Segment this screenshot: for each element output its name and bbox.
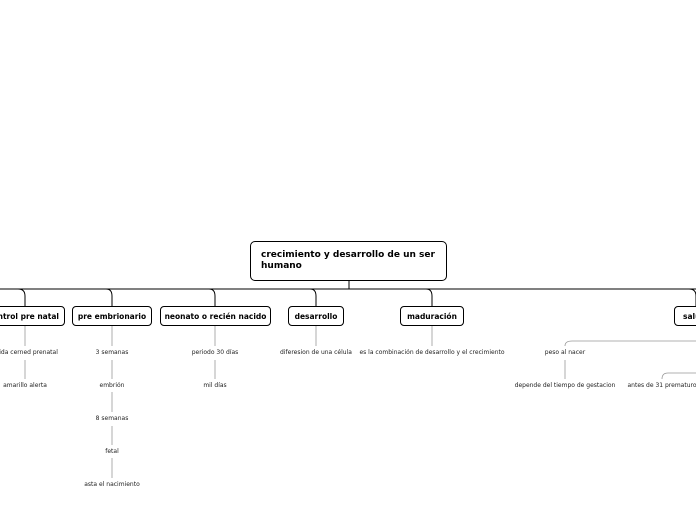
topic-pre-embrionario[interactable]: pre embrionario (72, 306, 152, 326)
subtopic[interactable]: es la combinación de desarrollo y el cre… (359, 349, 505, 356)
subtopic[interactable]: mil días (203, 382, 227, 389)
topic-label: neonato o recién nacido (164, 311, 267, 321)
subtopic[interactable]: peso al nacer (544, 349, 586, 356)
topic-desarrollo[interactable]: desarrollo (288, 306, 344, 326)
subtopic[interactable]: antes de 31 prematuro (627, 382, 696, 389)
topic-label: desarrollo (294, 311, 338, 321)
subtopic[interactable]: depende del tiempo de gestacion (514, 382, 616, 389)
subtopic[interactable]: cuida cerned prenatal (0, 349, 58, 356)
subtopic[interactable]: embrión (99, 382, 125, 389)
topic-label: control pre natal (0, 311, 59, 321)
topic-maduracion[interactable]: maduración (400, 306, 464, 326)
subtopic[interactable]: periodo 30 días (191, 349, 239, 356)
subtopic[interactable]: diferesion de una célula (280, 349, 352, 356)
topic-salud[interactable]: salud (674, 306, 696, 326)
subtopic[interactable]: asta el nacimiento (84, 481, 140, 488)
subtopic[interactable]: 8 semanas (95, 415, 129, 422)
subtopic[interactable]: fetal (105, 448, 119, 455)
root-topic-title: crecimiento y desarrollo de un ser human… (261, 250, 435, 271)
topic-label: maduración (407, 311, 457, 321)
topic-control-pre-natal[interactable]: control pre natal (0, 306, 65, 326)
topic-label: salud (683, 311, 696, 321)
topic-label: pre embrionario (77, 311, 147, 321)
topic-neonato[interactable]: neonato o recién nacido (160, 306, 271, 326)
root-topic[interactable]: crecimiento y desarrollo de un ser human… (250, 241, 447, 281)
subtopic[interactable]: amarillo alerta (3, 382, 47, 389)
subtopic[interactable]: 3 semanas (95, 349, 129, 356)
